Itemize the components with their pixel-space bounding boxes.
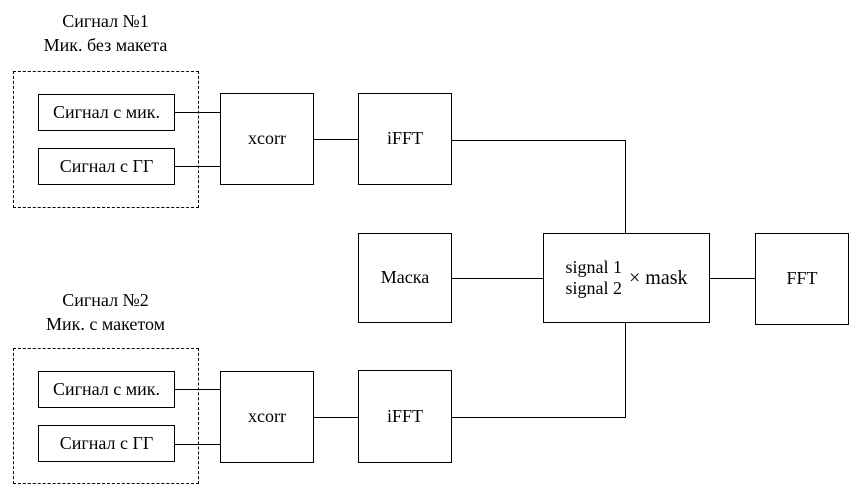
group1-title: Сигнал №1 Мик. без макета (13, 9, 198, 57)
group2-dashed-box (13, 348, 199, 484)
group2-title-line2: Мик. с макетом (45, 314, 166, 334)
connector-xcorr1-ifft1 (314, 139, 358, 140)
group1-title-line1: Сигнал №1 (62, 11, 149, 31)
signal2-gg-box: Сигнал с ГГ (38, 425, 175, 462)
combiner-box: signal 1 signal 2 × mask (543, 233, 710, 323)
combiner-numerator: signal 1 (565, 257, 623, 278)
mask-box: Маска (358, 233, 452, 323)
connector-ifft2-elbow-v (625, 323, 626, 417)
combiner-content: signal 1 signal 2 × mask (566, 257, 688, 298)
signal1-gg-box: Сигнал с ГГ (38, 148, 175, 185)
connector-mask-combiner (452, 278, 543, 279)
fft-box: FFT (755, 233, 849, 325)
combiner-ratio: signal 1 signal 2 (566, 257, 623, 298)
combiner-multiplier: × mask (629, 267, 688, 289)
connector-signal1-gg-xcorr1 (175, 166, 220, 167)
ifft2-label: iFFT (386, 405, 424, 426)
signal1-mic-box: Сигнал с мик. (38, 94, 175, 131)
connector-ifft1-elbow-h (452, 140, 626, 141)
connector-ifft1-elbow-v (625, 140, 626, 233)
mask-label: Маска (380, 267, 430, 288)
combiner-denominator: signal 2 (565, 278, 623, 298)
ifft1-label: iFFT (386, 128, 424, 149)
signal2-mic-box: Сигнал с мик. (38, 371, 175, 408)
ifft1-box: iFFT (358, 93, 452, 185)
connector-signal2-gg-xcorr2 (175, 444, 220, 445)
connector-ifft2-elbow-h (452, 417, 626, 418)
connector-combiner-fft (710, 278, 755, 279)
signal2-mic-label: Сигнал с мик. (52, 378, 161, 399)
xcorr2-box: xcorr (220, 371, 314, 463)
fft-label: FFT (786, 268, 818, 289)
xcorr1-box: xcorr (220, 93, 314, 185)
xcorr1-label: xcorr (248, 128, 286, 149)
xcorr2-label: xcorr (248, 406, 286, 427)
signal2-gg-label: Сигнал с ГГ (59, 432, 154, 453)
connector-xcorr2-ifft2 (314, 417, 358, 418)
group1-title-line2: Мик. без макета (43, 35, 168, 55)
signal1-mic-label: Сигнал с мик. (52, 101, 161, 122)
group1-dashed-box (13, 71, 199, 208)
connector-signal2-mic-xcorr2 (175, 389, 220, 390)
group2-title-line1: Сигнал №2 (62, 290, 149, 310)
ifft2-box: iFFT (358, 370, 452, 463)
signal1-gg-label: Сигнал с ГГ (59, 155, 154, 176)
connector-signal1-mic-xcorr1 (175, 112, 220, 113)
group2-title: Сигнал №2 Мик. с макетом (13, 288, 198, 336)
